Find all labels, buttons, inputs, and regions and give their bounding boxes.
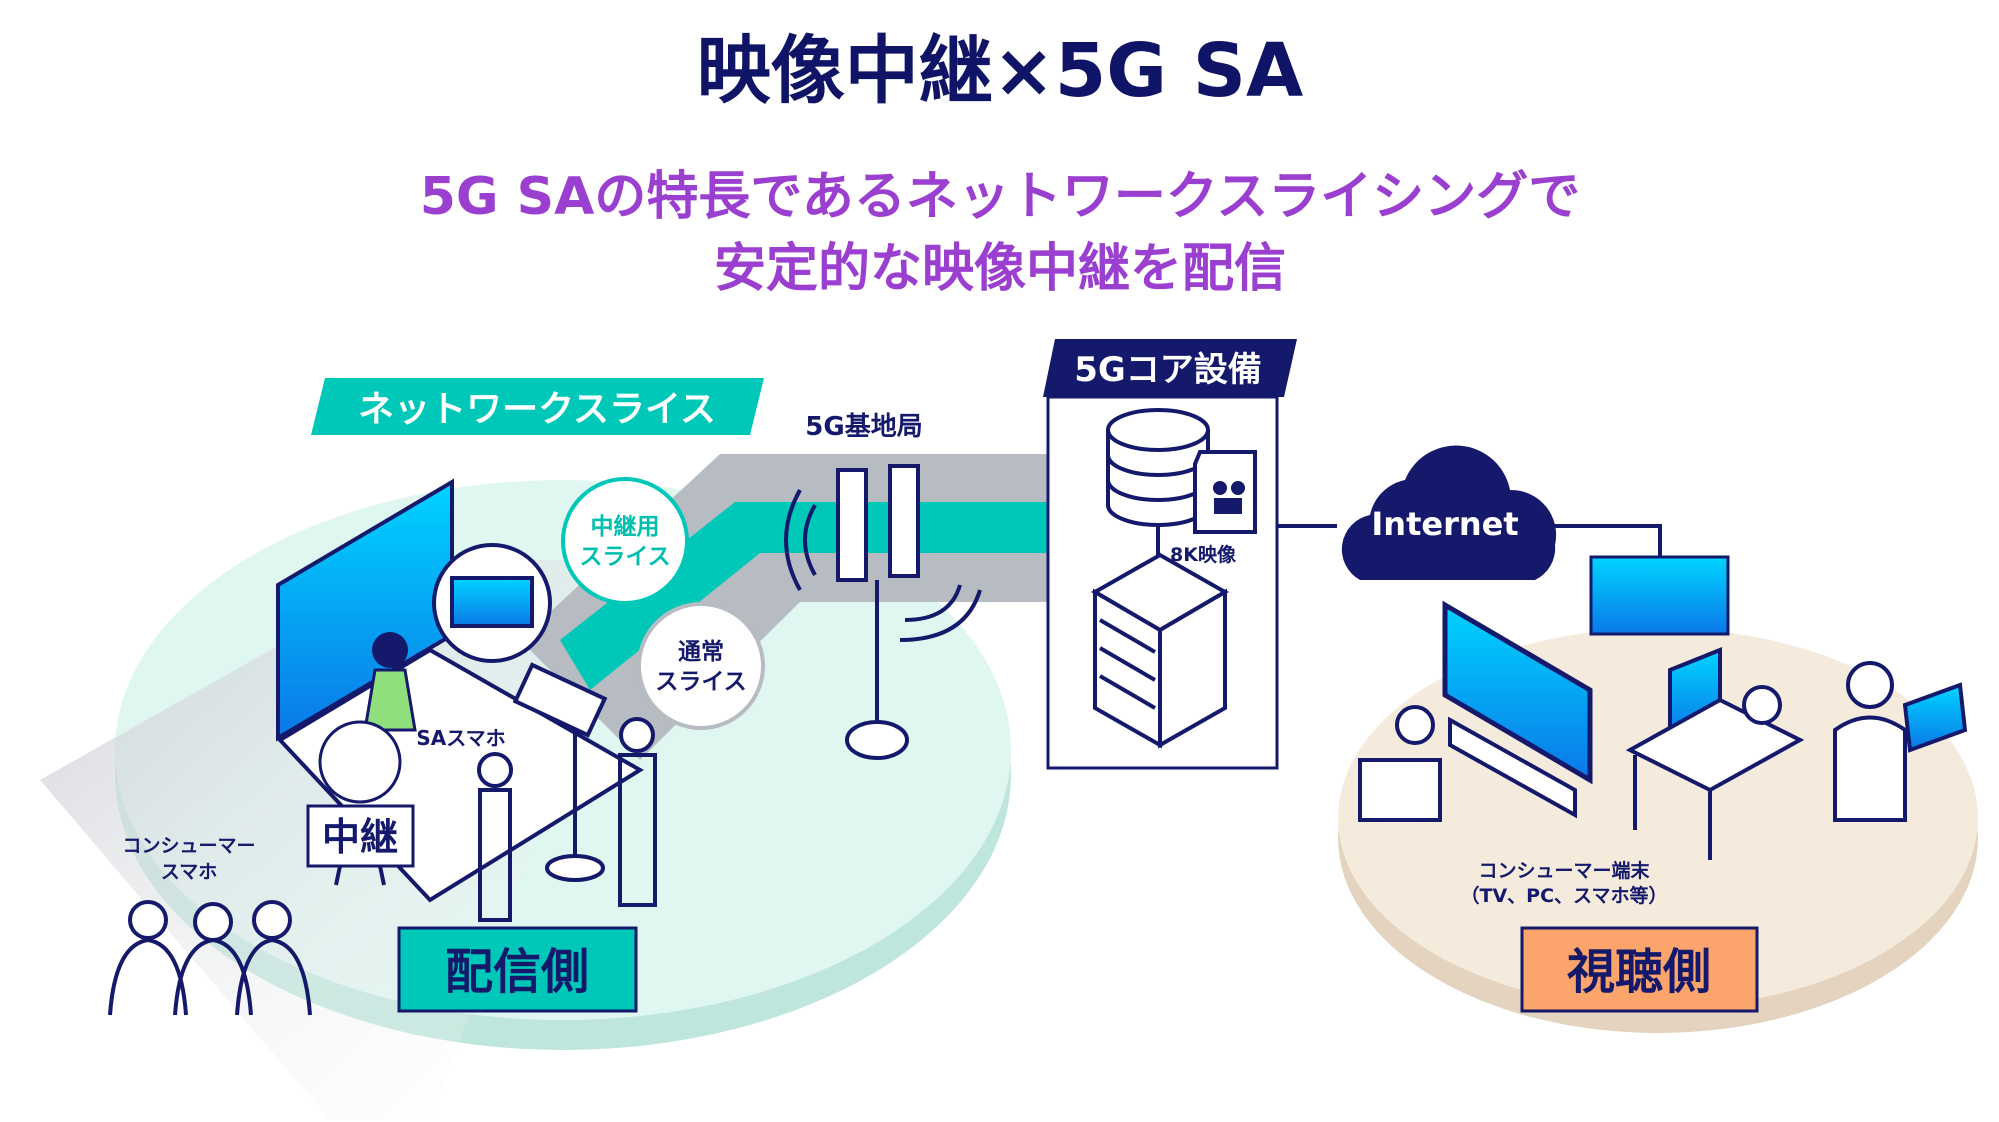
- relay-slice-bubble: 中継用 スライス: [561, 477, 689, 605]
- svg-text:スマホ: スマホ: [161, 861, 217, 883]
- network-slice-label: ネットワークスライス: [311, 378, 764, 435]
- server-rack-icon: [1090, 552, 1230, 749]
- svg-text:ネットワークスライス: ネットワークスライス: [358, 389, 716, 430]
- tablet: [1902, 682, 1968, 753]
- svg-text:中継: 中継: [322, 815, 398, 859]
- consumer-phones: コンシューマー スマホ: [108, 835, 312, 1016]
- video-8k-label: 8K映像: [1170, 543, 1237, 566]
- normal-slice-bubble: 通常 スライス: [637, 602, 765, 730]
- svg-text:通常: 通常: [678, 639, 724, 665]
- svg-text:5G基地局: 5G基地局: [805, 412, 922, 442]
- svg-text:視聴側: 視聴側: [1567, 944, 1711, 1000]
- svg-text:Internet: Internet: [1371, 505, 1518, 543]
- subtitle-line1: 5G SAの特長であるネットワークスライシングで: [420, 167, 1581, 227]
- bubble-monitor: [450, 576, 534, 628]
- svg-text:スライス: スライス: [579, 544, 670, 570]
- relay-sign: [306, 804, 415, 868]
- subtitle-line2: 安定的な映像中継を配信: [714, 239, 1286, 299]
- svg-text:スライス: スライス: [655, 669, 746, 695]
- core-label: 5Gコア設備: [1074, 350, 1262, 390]
- umbrella-light: [318, 720, 402, 804]
- sa-phone-label: SAスマホ: [416, 726, 505, 750]
- armchair: [1358, 758, 1442, 822]
- svg-text:中継用: 中継用: [591, 513, 660, 540]
- video-file-icon: [1193, 450, 1257, 534]
- core-equipment: 5Gコア設備 8K映像: [1043, 339, 1297, 770]
- studio: SAスマホ 中継: [276, 478, 657, 922]
- consumer-device-label-1: コンシューマー端末: [1478, 859, 1650, 882]
- consumer-device-label-2: （TV、PC、スマホ等）: [1461, 884, 1668, 907]
- base-station: 5G基地局: [784, 412, 982, 760]
- page-title: 映像中継×5G SA: [697, 28, 1304, 114]
- sender-side-label: 配信側: [397, 926, 638, 1013]
- stream-monitor: [1589, 555, 1730, 636]
- database-icon: [1106, 408, 1210, 527]
- viewer-side-label: 視聴側: [1520, 926, 1759, 1013]
- svg-text:コンシューマー: コンシューマー: [122, 835, 255, 857]
- viewer-platform: コンシューマー端末 （TV、PC、スマホ等）: [1338, 555, 1978, 1033]
- svg-text:配信側: 配信側: [445, 944, 589, 1000]
- camera: [512, 662, 608, 738]
- tv: [1442, 600, 1593, 785]
